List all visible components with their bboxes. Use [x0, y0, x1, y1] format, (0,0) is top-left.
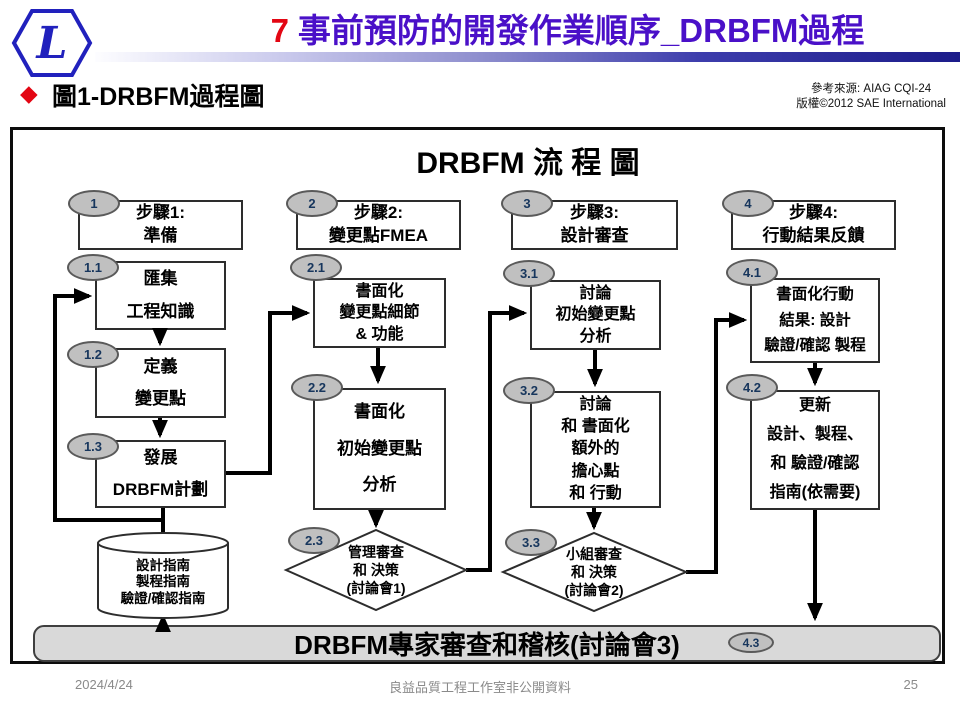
- arrow-3-3-to-4-1: [686, 312, 748, 574]
- flow-box-4-2: 更新 設計、製程、 和 驗證/確認 指南(依需要): [750, 390, 880, 510]
- flow-box-step3-label: 步驟3: 設計審查: [560, 203, 629, 245]
- flow-box-3-1-label: 討論 初始變更點 分析: [555, 284, 636, 345]
- decision-2-3-label: 管理審查 和 決策 (討論會1): [346, 543, 406, 597]
- step-badge-1-2: 1.2: [67, 341, 119, 368]
- footer-classification: 良益品質工程工作室非公開資料: [388, 680, 571, 695]
- step-badge-4: 4: [722, 190, 774, 217]
- source-line-1: 參考來源: AIAG CQI-24: [811, 83, 932, 95]
- step-badge-3-3: 3.3: [505, 529, 557, 556]
- step-badge-3-1: 3.1: [503, 260, 555, 287]
- decision-3-3-label: 小組審查 和 決策 (討論會2): [564, 545, 624, 599]
- step-badge-2-1: 2.1: [290, 254, 342, 281]
- flow-box-3-2-label: 討論 和 書面化 額外的 擔心點 和 行動: [561, 396, 630, 502]
- flow-box-1-1-label: 匯集 工程知識: [126, 269, 195, 321]
- source-reference: 參考來源: AIAG CQI-24 版權©2012 SAE Internatio…: [796, 82, 946, 112]
- step-badge-3-2: 3.2: [503, 377, 555, 404]
- diagram-title: DRBFM 流 程 圖: [416, 147, 640, 180]
- flow-box-2-2-label: 書面化 初始變更點 分析: [337, 402, 422, 495]
- flow-box-2-1: 書面化 變更點細節 & 功能: [313, 278, 446, 348]
- flow-box-1-2-label: 定義 變更點: [135, 356, 186, 408]
- flow-box-2-1-label: 書面化 變更點細節 & 功能: [339, 282, 420, 343]
- figure-heading: 圖1-DRBFM過程圖: [52, 83, 265, 111]
- flow-box-step2-label: 步驟2: 變更點FMEA: [328, 203, 429, 245]
- title-underline-bar: [95, 52, 960, 62]
- step-badge-4-1: 4.1: [726, 259, 778, 286]
- step-badge-2-3: 2.3: [288, 527, 340, 554]
- step-badge-2: 2: [286, 190, 338, 217]
- footer-page-number: 25: [903, 677, 918, 692]
- database-label-box: 設計指南 製程指南 驗證/確認指南: [98, 555, 228, 610]
- flow-box-2-2: 書面化 初始變更點 分析: [313, 388, 446, 510]
- flow-box-step3: 步驟3: 設計審查: [511, 200, 678, 250]
- company-logo: L: [10, 6, 94, 80]
- hexagon-logo-icon: L: [11, 9, 93, 77]
- database-label: 設計指南 製程指南 驗證/確認指南: [120, 558, 206, 606]
- step-badge-4-2: 4.2: [726, 374, 778, 401]
- step-badge-1-1: 1.1: [67, 254, 119, 281]
- step-badge-1-3: 1.3: [67, 433, 119, 460]
- slide-title-text: 事前預防的開發作業順序_DRBFM過程: [297, 12, 865, 49]
- svg-text:L: L: [35, 18, 68, 69]
- flow-box-1-3-label: 發展 DRBFM計劃: [112, 447, 209, 499]
- flow-box-4-1: 書面化行動 結果: 設計 驗證/確認 製程: [750, 278, 880, 363]
- step-badge-2-2: 2.2: [291, 374, 343, 401]
- step-badge-3: 3: [501, 190, 553, 217]
- step-badge-4-3: 4.3: [728, 632, 774, 653]
- flow-box-3-1: 討論 初始變更點 分析: [530, 280, 661, 350]
- flow-box-4-2-label: 更新 設計、製程、 和 驗證/確認 指南(依需要): [766, 397, 863, 501]
- drbfm-flowchart: DRBFM 流 程 圖: [10, 127, 945, 664]
- diamond-bullet-icon: ◆: [20, 80, 38, 106]
- flow-box-3-2: 討論 和 書面化 額外的 擔心點 和 行動: [530, 391, 661, 508]
- source-line-2: 版權©2012 SAE International: [796, 97, 946, 110]
- expert-review-bar: DRBFM專家審查和稽核(討論會3): [33, 625, 941, 662]
- flow-box-step1-label: 步驟1: 準備: [135, 203, 186, 245]
- slide-title-number: 7: [270, 12, 289, 49]
- flow-box-4-1-label: 書面化行動 結果: 設計 驗證/確認 製程: [764, 286, 866, 355]
- expert-review-bar-label: DRBFM專家審查和稽核(討論會3): [294, 630, 680, 660]
- flow-box-step4: 步驟4: 行動結果反饋: [731, 200, 896, 250]
- flow-box-step4-label: 步驟4: 行動結果反饋: [762, 203, 865, 245]
- step-badge-1: 1: [68, 190, 120, 217]
- footer-date: 2024/4/24: [75, 677, 133, 692]
